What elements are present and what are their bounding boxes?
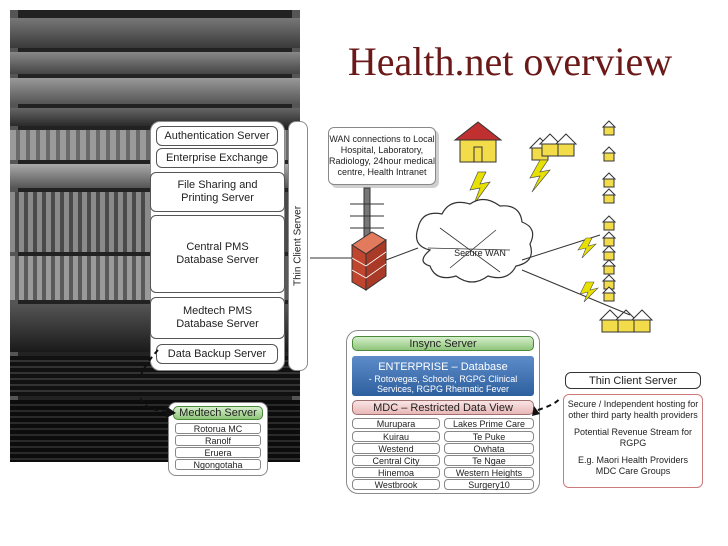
house-icon xyxy=(601,120,617,302)
practice-cell: Lakes Prime Care xyxy=(444,418,534,429)
medtech-item: Rotorua MC xyxy=(175,423,261,434)
medtech-pms-server-box: Medtech PMS Database Server xyxy=(150,297,285,339)
medtech-item: Ranolf xyxy=(175,435,261,446)
wan-connections-note: WAN connections to Local Hospital, Labor… xyxy=(328,127,436,185)
file-sharing-server-box: File Sharing and Printing Server xyxy=(150,172,285,212)
secure-wan-label: Secure WAN xyxy=(454,248,506,258)
medtech-item: Eruera xyxy=(175,447,261,458)
thin-client-line-2: Potential Revenue Stream for RGPG xyxy=(573,427,693,448)
insync-header: Insync Server xyxy=(352,336,534,351)
enterprise-exchange-box: Enterprise Exchange xyxy=(156,148,278,168)
thin-client-line-1: Secure / Independent hosting for other t… xyxy=(567,399,699,420)
thin-client-server-body: Secure / Independent hosting for other t… xyxy=(563,394,703,488)
practice-cell: Murupara xyxy=(352,418,440,429)
central-pms-server-box: Central PMS Database Server xyxy=(150,215,285,293)
thin-client-server-header: Thin Client Server xyxy=(565,372,701,389)
practice-cell: Western Heights xyxy=(444,467,534,478)
practice-cell: Owhata xyxy=(444,443,534,454)
firewall-icon xyxy=(351,231,387,291)
house-icon xyxy=(598,309,654,333)
lightning-icon xyxy=(529,159,551,193)
practice-cell: Te Ngae xyxy=(444,455,534,466)
practice-cell: Westend xyxy=(352,443,440,454)
page-title: Health.net overview xyxy=(347,39,673,84)
lightning-icon xyxy=(577,237,597,259)
enterprise-db-desc: - Rotovegas, Schools, RGPG Clinical Serv… xyxy=(368,374,518,394)
practice-cell: Kuirau xyxy=(352,431,440,442)
data-backup-server-box: Data Backup Server xyxy=(156,344,278,364)
enterprise-db-block: ENTERPRISE – Database - Rotovegas, Schoo… xyxy=(352,356,534,396)
practice-cell: Surgery10 xyxy=(444,479,534,490)
practice-cell: Central City xyxy=(352,455,440,466)
mdc-view-header: MDC – Restricted Data View xyxy=(352,400,534,415)
practice-cell: Hinemoa xyxy=(352,467,440,478)
authentication-server-box: Authentication Server xyxy=(156,126,278,146)
cloud-icon xyxy=(415,198,534,283)
lightning-icon xyxy=(579,281,599,303)
dashed-connectors xyxy=(140,349,561,418)
practice-cell: Westbrook xyxy=(352,479,440,490)
medtech-item: Ngongotaha xyxy=(175,459,261,470)
house-icon xyxy=(453,121,503,163)
network-diagram xyxy=(310,120,654,333)
enterprise-db-title: ENTERPRISE – Database xyxy=(378,361,508,373)
house-icon xyxy=(528,133,578,161)
lightning-icon xyxy=(469,171,491,205)
thin-client-server-box: Thin Client Server Secure / Independent … xyxy=(563,370,709,490)
thin-client-line-3: E.g. Maori Health Providers MDC Care Gro… xyxy=(577,455,689,476)
practice-cell: Te Puke xyxy=(444,431,534,442)
